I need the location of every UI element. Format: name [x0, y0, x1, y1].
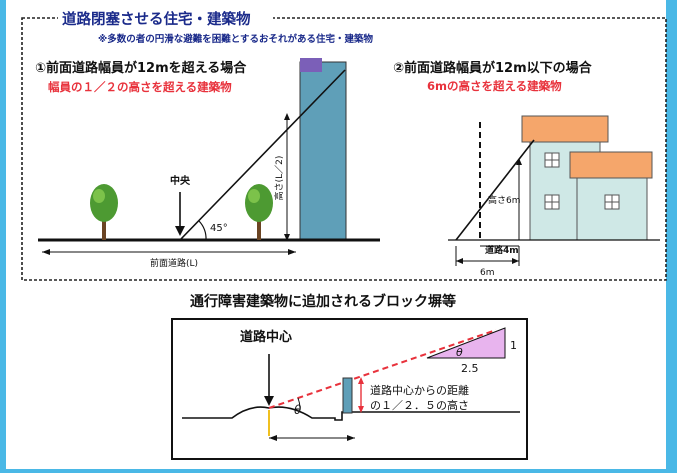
case1-tree-left: [90, 184, 118, 240]
bottom-angle-label: θ: [294, 403, 302, 417]
case1-building-excess-top: [300, 58, 322, 72]
bottom-ratio-triangle: [426, 327, 506, 359]
case1-tree-right: [245, 184, 273, 240]
case1-height-arrowhead-top: [284, 113, 290, 120]
case1-subheading: 幅員の１／２の高さを超える建築物: [48, 80, 232, 94]
case1-45deg-line: [179, 69, 346, 241]
case2-road-label: 道路4m: [485, 244, 519, 256]
case2-house: [521, 115, 653, 241]
case2-distance-arrowhead-left: [456, 258, 463, 264]
bottom-ratio-height: 1: [510, 339, 517, 352]
bottom-ratio-theta: θ: [456, 346, 463, 359]
bottom-note-line2: の１／２．５の高さ: [370, 398, 469, 412]
bottom-sight-line: [268, 329, 497, 409]
case1-center-label: 中央: [170, 174, 191, 187]
bottom-note-line1: 道路中心からの距離: [370, 383, 469, 397]
case2-slope-line: [455, 139, 535, 241]
case1-height-arrowhead-bottom: [284, 234, 290, 241]
case2-height-arrowhead-top: [516, 158, 522, 165]
bottom-block-wall: [342, 377, 353, 414]
case2-distance-label: 6m: [480, 268, 495, 278]
case2-subheading: 6mの高さを超える建築物: [427, 79, 562, 93]
case2-height-label: 高さ6m: [488, 194, 521, 206]
bottom-height-arrowhead-top: [358, 377, 364, 384]
bottom-angle-arc: [297, 397, 301, 409]
case1-angle-label: 45°: [210, 223, 228, 234]
bottom-title: 通行障害建築物に追加されるブロック塀等: [190, 293, 456, 310]
title-backdrop: [58, 8, 273, 30]
case1-angle-arc: [198, 220, 207, 241]
bottom-distance-arrowhead-right: [347, 435, 355, 441]
case1-center-arrowhead: [175, 226, 185, 236]
top-note: ※多数の者の円滑な避難を困難とするおそれがある住宅・建築物: [98, 33, 373, 45]
top-section-frame: [21, 17, 667, 281]
bottom-center-arrowhead: [264, 396, 274, 406]
case1-road-arrowhead-left: [42, 249, 50, 255]
bottom-ratio-base: 2.5: [461, 362, 479, 375]
case2-heading: ②前面道路幅員が12m以下の場合: [393, 60, 593, 76]
top-title: 道路閉塞させる住宅・建築物: [62, 10, 251, 28]
case1-heading: ①前面道路幅員が12mを超える場合: [35, 60, 247, 76]
bottom-center-label: 道路中心: [240, 329, 292, 345]
bottom-distance-arrowhead-left: [269, 435, 277, 441]
case1-road-label: 前面道路(L): [150, 257, 198, 269]
case1-road-arrowhead-right: [288, 249, 296, 255]
bottom-road-profile: [182, 406, 520, 421]
case1-building: [299, 61, 347, 241]
case2-distance-arrowhead-right: [512, 258, 519, 264]
case1-height-label: 高さ(L／2): [273, 156, 285, 201]
bottom-height-arrowhead-bottom: [358, 406, 364, 413]
